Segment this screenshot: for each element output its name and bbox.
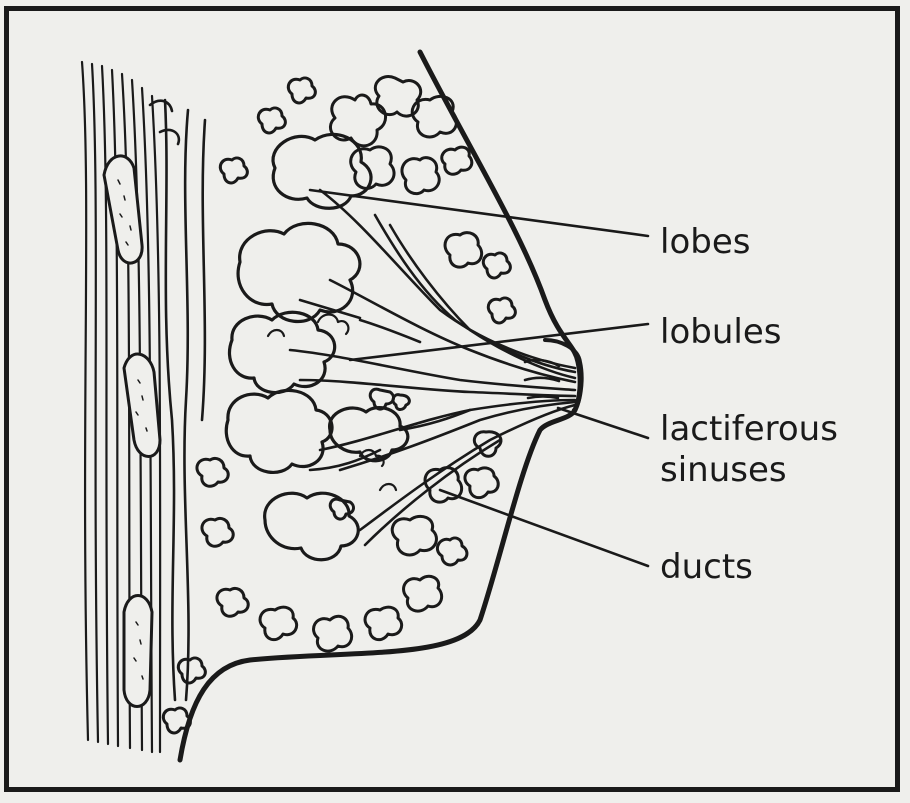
leader-line-sinuses (558, 408, 648, 438)
leader-line-ducts (440, 490, 648, 566)
fascia-strands (150, 100, 205, 700)
label-lactiferous: lactiferous (660, 409, 838, 449)
leader-line-lobes (310, 190, 648, 236)
label-lobes: lobes (660, 222, 750, 262)
ribs (104, 156, 160, 707)
glandular-lobes (226, 134, 408, 559)
label-sinuses: sinuses (660, 450, 787, 490)
leader-line-lobules (350, 324, 648, 360)
lactiferous-sinuses (525, 360, 559, 398)
label-ducts: ducts (660, 547, 753, 587)
label-lobules: lobules (660, 312, 781, 352)
lactiferous-ducts (290, 190, 575, 545)
